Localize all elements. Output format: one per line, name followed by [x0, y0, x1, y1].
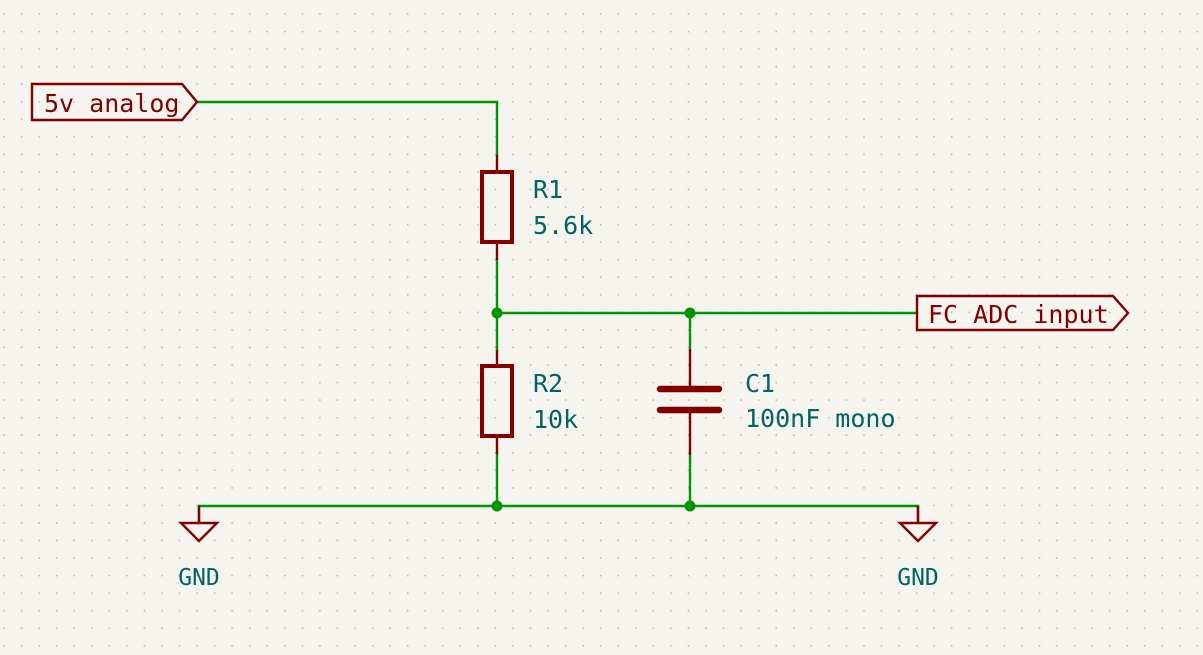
resistor-r2[interactable] [480, 350, 514, 454]
r1-value: 5.6k [533, 211, 593, 240]
junction-dot[interactable] [684, 500, 696, 512]
junction-dot[interactable] [491, 500, 503, 512]
c1-value: 100nF mono [745, 404, 896, 433]
junction-dot[interactable] [684, 307, 696, 319]
junction-dot[interactable] [491, 307, 503, 319]
gnd-right-text: GND [897, 565, 939, 591]
junctions [491, 307, 696, 512]
label-5v-analog-text: 5v analog [44, 89, 179, 118]
grid-dots [3, 13, 1199, 647]
c1-reference: C1 [745, 369, 775, 398]
ground-icon [178, 521, 220, 543]
r1-reference: R1 [533, 175, 563, 204]
resistor-r1[interactable] [480, 155, 514, 260]
r2-reference: R2 [533, 369, 563, 398]
gnd-symbol-right[interactable]: GND [897, 506, 939, 591]
gnd-symbol-left[interactable]: GND [178, 506, 220, 591]
label-5v-analog[interactable]: 5v analog [30, 82, 199, 122]
label-fc-adc-input-text: FC ADC input [928, 300, 1109, 329]
ground-icon [897, 521, 939, 543]
wire-input-to-r1[interactable] [195, 100, 499, 157]
capacitor-c1[interactable] [656, 348, 723, 456]
label-fc-adc-input[interactable]: FC ADC input [915, 294, 1130, 332]
wires [195, 100, 920, 524]
gnd-left-text: GND [178, 565, 220, 591]
r2-value: 10k [533, 405, 578, 434]
wire-gnd-bus[interactable] [197, 504, 920, 524]
